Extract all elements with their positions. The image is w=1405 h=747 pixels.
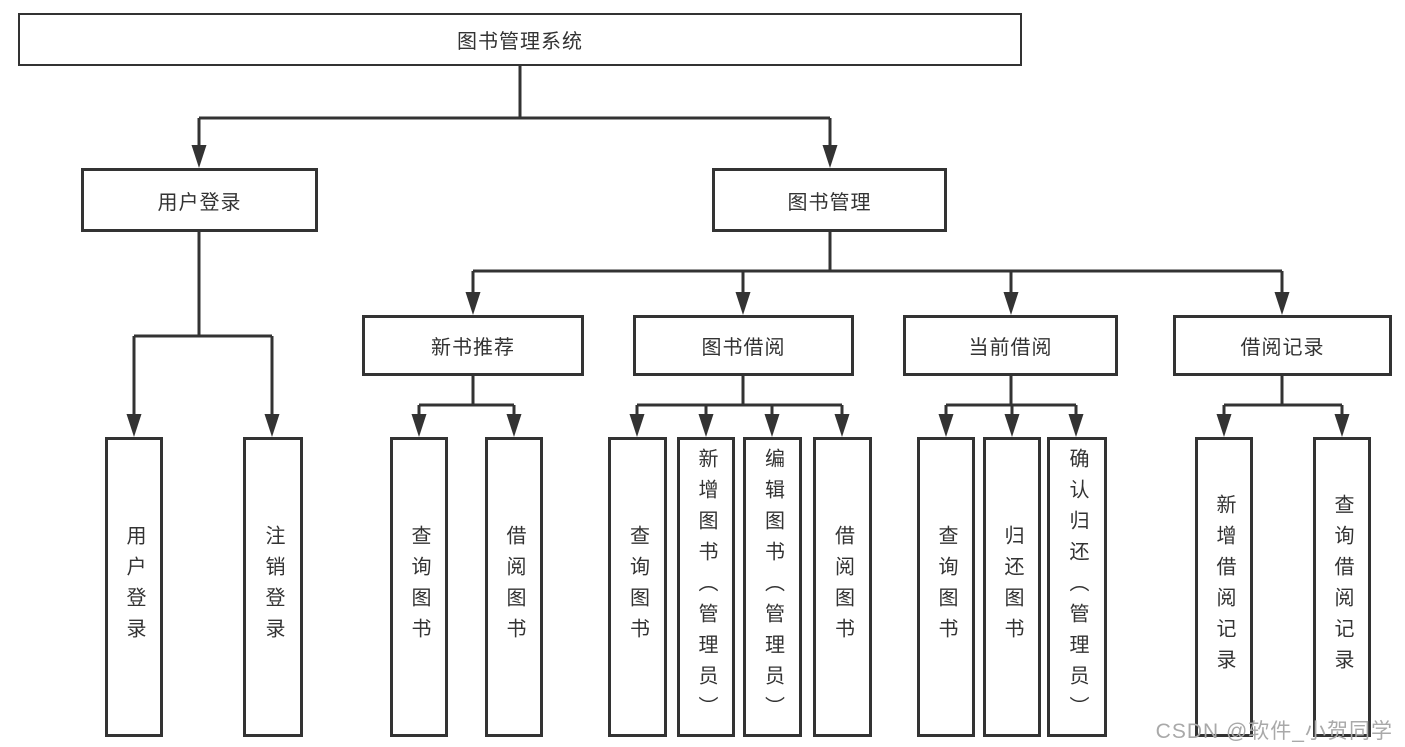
leaf-current-query-book: 查询图书 xyxy=(917,437,975,737)
leaf-borrow-query-book-label: 查询图书 xyxy=(626,525,649,649)
leaf-user-login-label: 用户登录 xyxy=(123,525,145,649)
connector-book-management-children xyxy=(465,232,1290,315)
node-current-borrow: 当前借阅 xyxy=(903,315,1118,376)
connector-current-borrow-children xyxy=(938,376,1084,437)
arrowhead xyxy=(264,414,280,437)
arrowhead xyxy=(822,145,838,168)
leaf-current-query-book-label: 查询图书 xyxy=(935,525,957,649)
leaf-return-book: 归还图书 xyxy=(983,437,1041,737)
leaf-add-borrow-record: 新增借阅记录 xyxy=(1195,437,1253,737)
arrowhead xyxy=(411,414,427,437)
leaf-add-book-admin-label: 新增图书（管理员） xyxy=(695,447,717,727)
node-root: 图书管理系统 xyxy=(18,13,1022,66)
arrowhead xyxy=(698,414,714,437)
arrowhead xyxy=(1003,292,1019,315)
node-borrow-record: 借阅记录 xyxy=(1173,315,1392,376)
arrowhead xyxy=(465,292,481,315)
node-user-login: 用户登录 xyxy=(81,168,318,232)
node-borrow-record-label: 借阅记录 xyxy=(1240,337,1325,359)
leaf-edit-book-admin: 编辑图书（管理员） xyxy=(743,437,802,737)
leaf-borrow-borrow-book: 借阅图书 xyxy=(813,437,872,737)
node-book-management-label: 图书管理 xyxy=(787,191,872,214)
leaf-query-borrow-record-label: 查询借阅记录 xyxy=(1331,494,1353,680)
arrowhead xyxy=(764,414,780,437)
node-new-book-recommend-label: 新书推荐 xyxy=(431,337,515,359)
leaf-confirm-return-admin: 确认归还（管理员） xyxy=(1047,437,1107,737)
node-current-borrow-label: 当前借阅 xyxy=(968,337,1053,359)
arrowhead xyxy=(629,414,645,437)
node-new-book-recommend: 新书推荐 xyxy=(362,315,584,376)
leaf-logout-label: 注销登录 xyxy=(262,525,284,649)
leaf-edit-book-admin-label: 编辑图书（管理员） xyxy=(761,447,784,727)
arrowhead xyxy=(938,414,954,437)
leaf-add-borrow-record-label: 新增借阅记录 xyxy=(1213,494,1235,680)
leaf-user-login: 用户登录 xyxy=(105,437,163,737)
arrowhead xyxy=(1274,292,1290,315)
arrowhead xyxy=(834,414,850,437)
leaf-return-book-label: 归还图书 xyxy=(1001,525,1023,649)
arrowhead xyxy=(1216,414,1232,437)
leaf-newbook-query-book: 查询图书 xyxy=(390,437,448,737)
connector-borrow-record-children xyxy=(1216,376,1350,437)
arrowhead xyxy=(735,292,751,315)
arrowhead xyxy=(506,414,522,437)
watermark: CSDN @软件_小贺同学 xyxy=(1155,720,1393,743)
arrowhead xyxy=(126,414,142,437)
connector-new-book-children xyxy=(411,376,522,437)
leaf-borrow-query-book: 查询图书 xyxy=(608,437,667,737)
arrowhead xyxy=(1004,414,1020,437)
leaf-newbook-borrow-book-label: 借阅图书 xyxy=(503,525,525,649)
leaf-confirm-return-admin-label: 确认归还（管理员） xyxy=(1066,447,1088,727)
connector-user-login-children xyxy=(126,232,280,437)
connector-root-branches xyxy=(191,66,838,168)
leaf-newbook-query-book-label: 查询图书 xyxy=(408,525,430,649)
leaf-logout: 注销登录 xyxy=(243,437,303,737)
leaf-query-borrow-record: 查询借阅记录 xyxy=(1313,437,1371,737)
leaf-borrow-borrow-book-label: 借阅图书 xyxy=(831,525,854,649)
leaf-add-book-admin: 新增图书（管理员） xyxy=(677,437,735,737)
node-book-borrow: 图书借阅 xyxy=(633,315,854,376)
connector-book-borrow-children xyxy=(629,376,850,437)
arrowhead xyxy=(1334,414,1350,437)
arrowhead xyxy=(191,145,207,168)
leaf-newbook-borrow-book: 借阅图书 xyxy=(485,437,543,737)
node-book-borrow-label: 图书借阅 xyxy=(701,337,786,359)
node-root-label: 图书管理系统 xyxy=(457,31,583,53)
node-user-login-label: 用户登录 xyxy=(157,191,242,214)
node-book-management: 图书管理 xyxy=(712,168,947,232)
arrowhead xyxy=(1068,414,1084,437)
